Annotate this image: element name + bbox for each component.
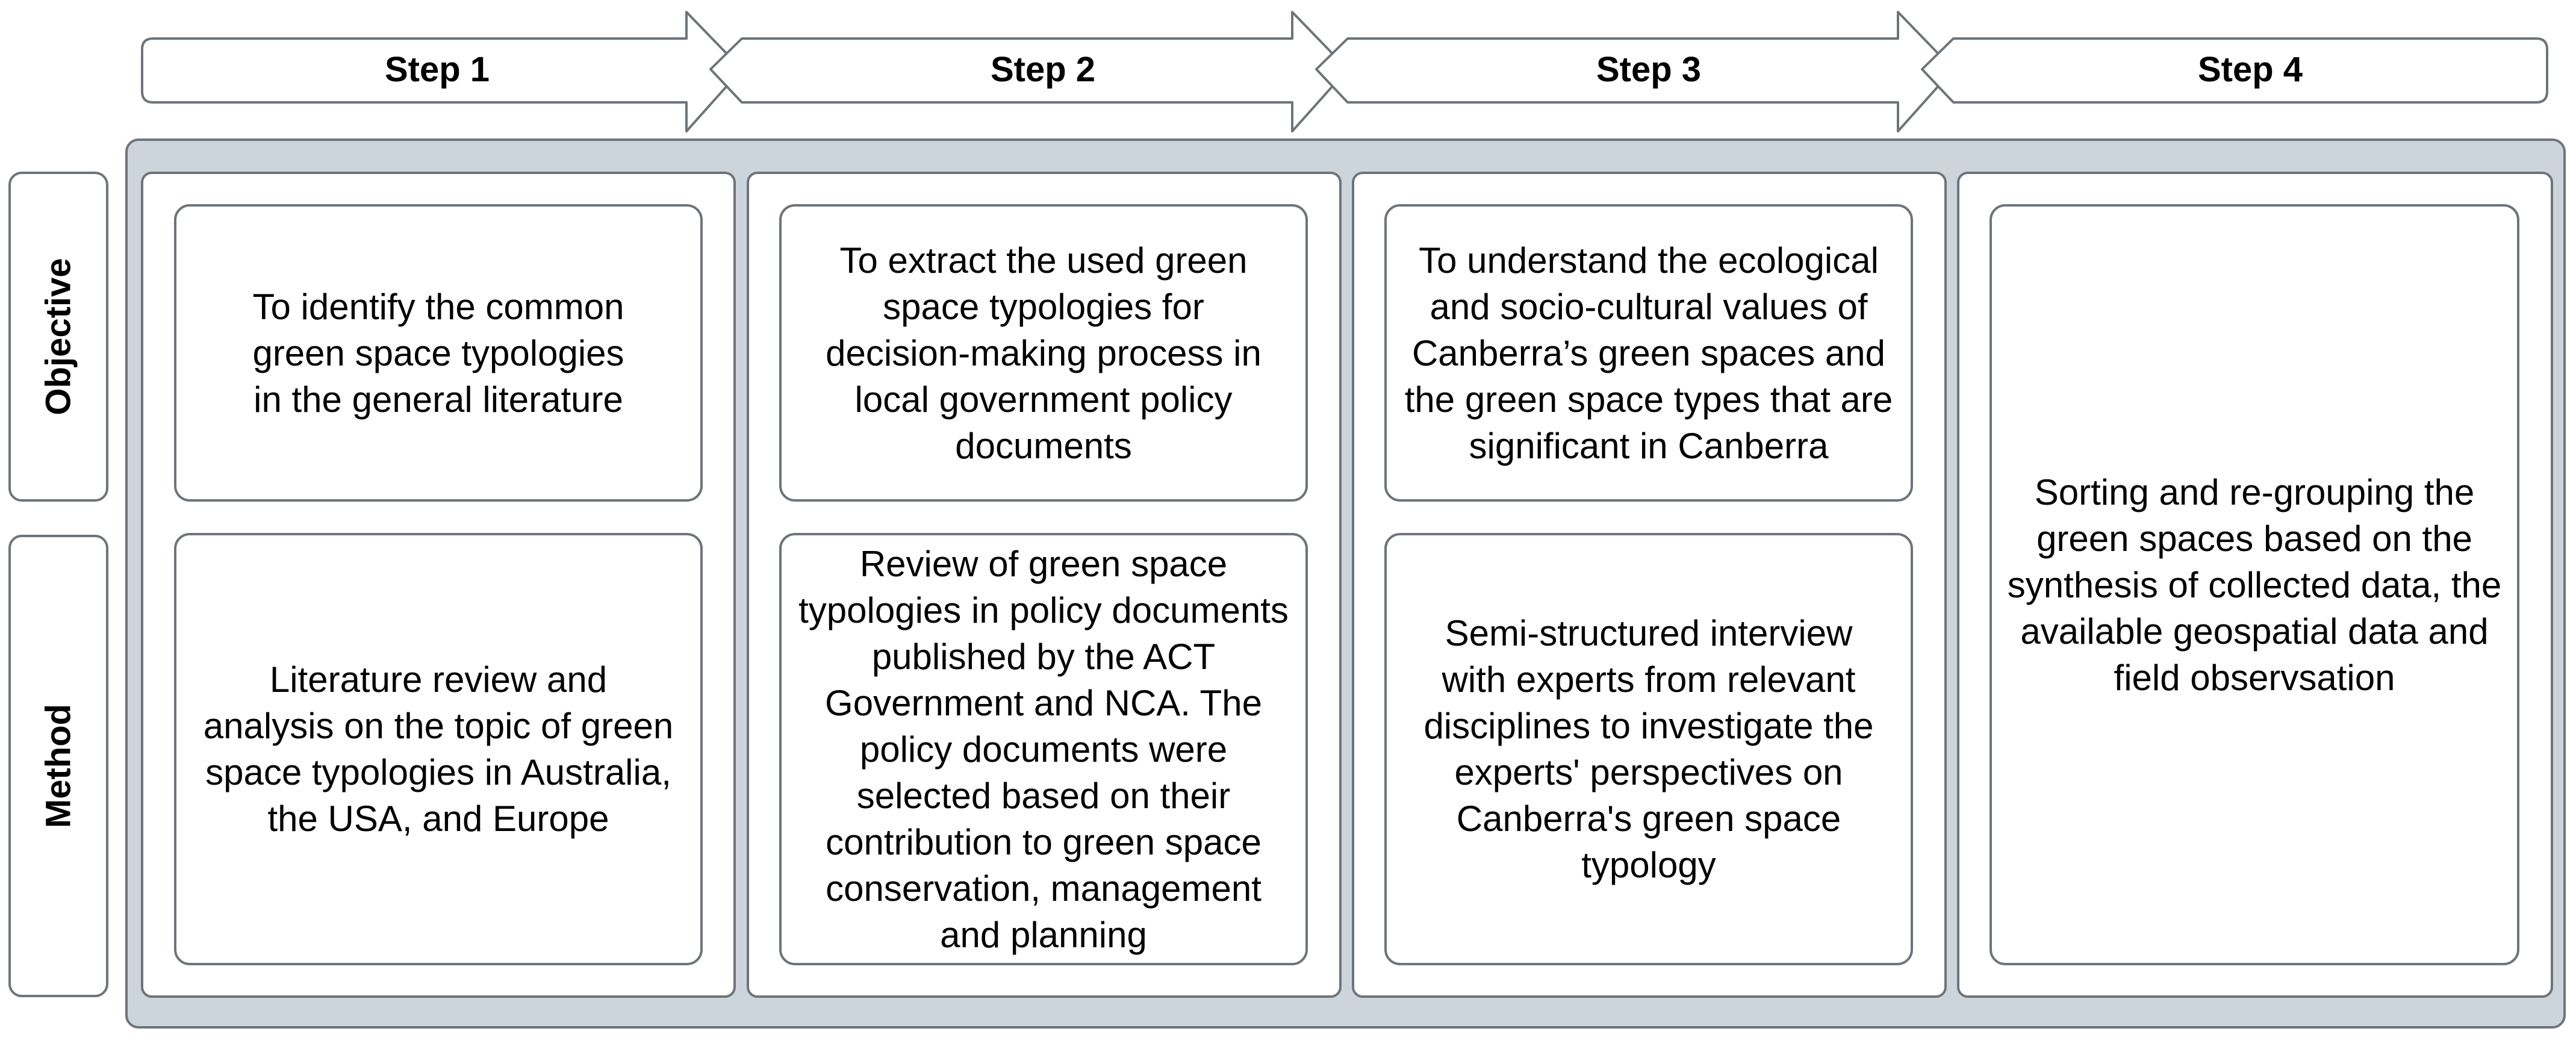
step-4-label: Step 4 bbox=[2197, 49, 2303, 89]
step-2-method-box: Review of green space typologies in poli… bbox=[779, 533, 1308, 965]
step-3-label: Step 3 bbox=[1596, 49, 1702, 89]
step-3-objective-text: To understand the ecological and socio-c… bbox=[1404, 240, 1893, 466]
step-2-label: Step 2 bbox=[990, 49, 1096, 89]
step-2-method-text: Review of green space typologies in poli… bbox=[798, 543, 1289, 955]
step-4-combined-text: Sorting and re-grouping the green spaces… bbox=[2007, 472, 2502, 698]
step-1-arrow bbox=[141, 11, 743, 132]
objective-row-header: Objective bbox=[8, 172, 108, 502]
step-3-arrow bbox=[1315, 11, 1955, 132]
step-1-method-box: Literature review and analysis on the to… bbox=[174, 533, 703, 965]
step-1-method-text: Literature review and analysis on the to… bbox=[203, 659, 674, 839]
step-3-objective-box: To understand the ecological and socio-c… bbox=[1384, 204, 1913, 502]
step-2-arrow bbox=[709, 11, 1349, 132]
step-3-method-box: Semi-structured interview with experts f… bbox=[1384, 533, 1913, 965]
step-3-method-text: Semi-structured interview with experts f… bbox=[1423, 613, 1874, 885]
step-1-objective-text: To identify the common green space typol… bbox=[252, 286, 624, 420]
step-1-objective-box: To identify the common green space typol… bbox=[174, 204, 703, 502]
objective-row-label: Objective bbox=[39, 258, 78, 416]
step-2-objective-text: To extract the used green space typologi… bbox=[826, 240, 1262, 466]
step-4-combined-box: Sorting and re-grouping the green spaces… bbox=[1990, 204, 2519, 965]
step-2-objective-box: To extract the used green space typologi… bbox=[779, 204, 1308, 502]
method-row-header: Method bbox=[8, 535, 108, 997]
step-4-arrow bbox=[1921, 37, 2548, 104]
step-1-label: Step 1 bbox=[384, 49, 490, 89]
method-row-label: Method bbox=[39, 703, 78, 829]
step-arrow-band bbox=[141, 11, 2548, 132]
